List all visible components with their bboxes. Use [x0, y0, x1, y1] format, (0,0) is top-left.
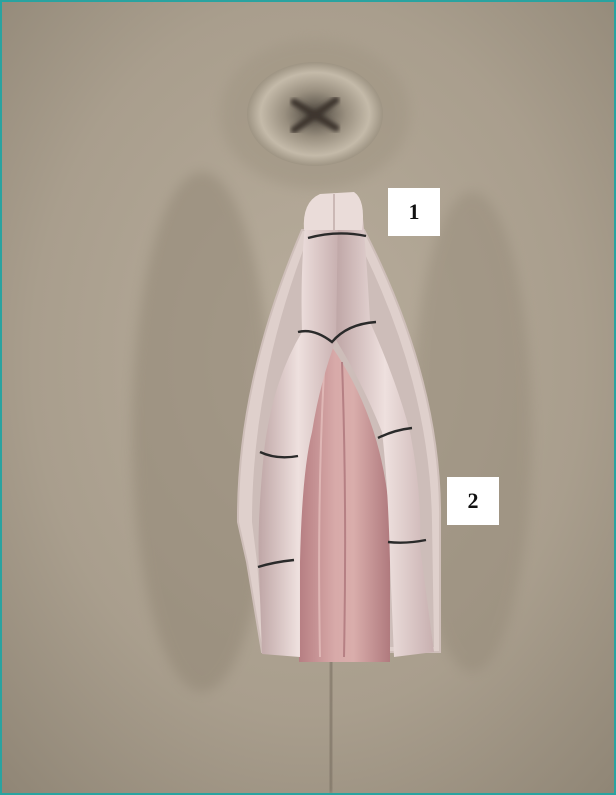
callout-number: 1 [409, 199, 420, 225]
callout-label-1: 1 [388, 188, 440, 236]
callout-label-2: 2 [447, 477, 499, 525]
umbilicus [220, 39, 410, 189]
midline-crease [330, 642, 332, 793]
callout-number: 2 [468, 488, 479, 514]
